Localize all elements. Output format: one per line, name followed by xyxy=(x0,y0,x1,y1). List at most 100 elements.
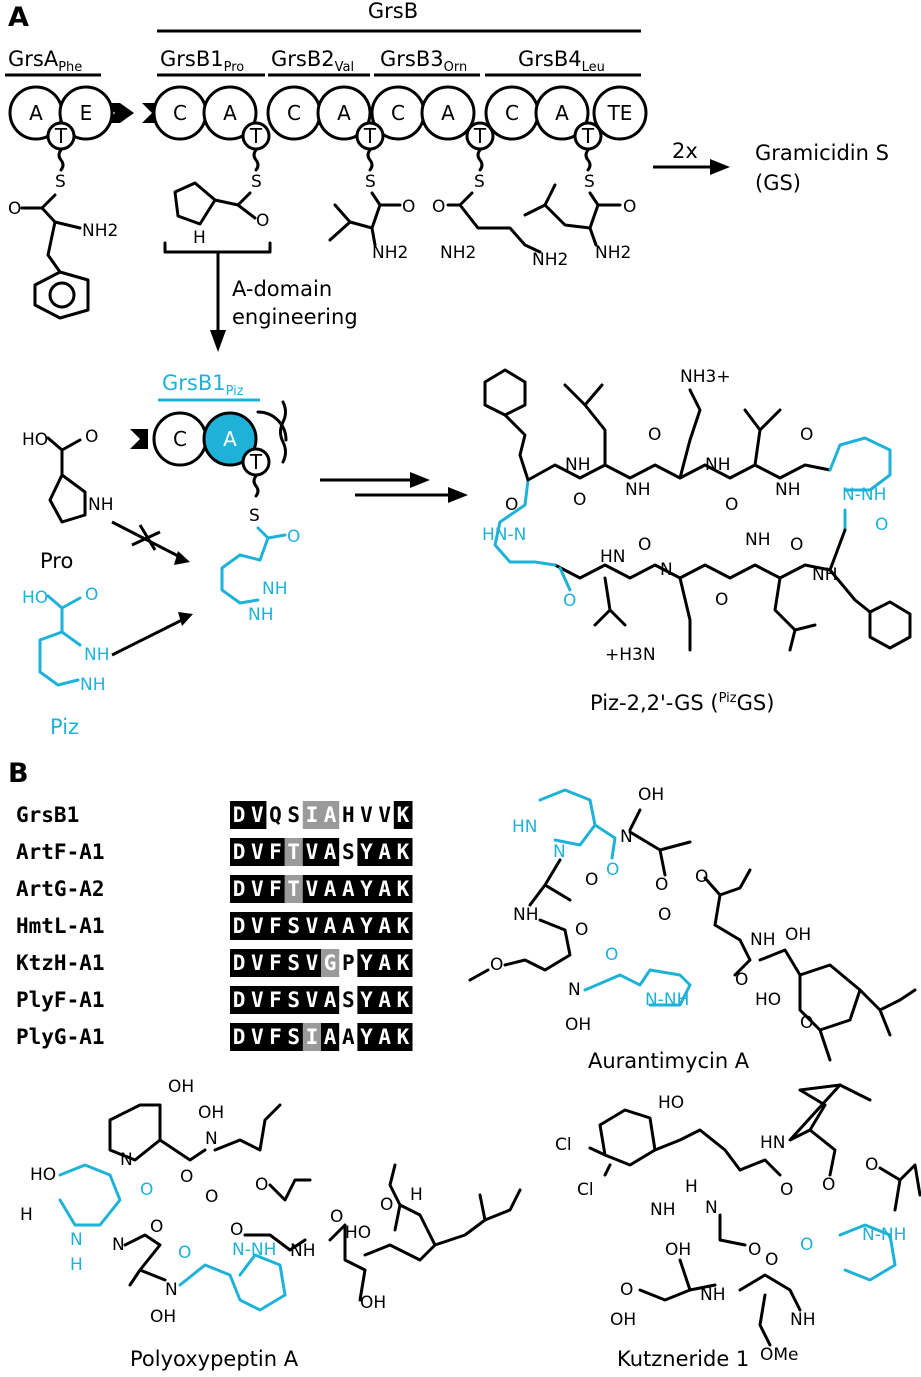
engineered-module: C A T S O NH NH xyxy=(130,400,300,625)
svg-text:OH: OH xyxy=(168,1077,194,1097)
alignment-cell xyxy=(266,838,286,866)
alignment-cell xyxy=(248,912,267,940)
alignment-cell xyxy=(375,801,395,829)
module-grsa-label: GrsAPhe xyxy=(5,47,101,77)
alignment-residue: V xyxy=(251,914,264,938)
svg-text:O: O xyxy=(490,955,503,975)
module-b2-label: GrsB2Val xyxy=(268,47,370,77)
svg-text:S: S xyxy=(474,172,485,192)
alignment-residue: A xyxy=(324,840,337,864)
phe-thioester: S O NH2 xyxy=(8,148,118,320)
alignment-residue: A xyxy=(342,1025,355,1049)
engineered-a-domain xyxy=(202,411,258,467)
alignment-residue: D xyxy=(233,803,246,827)
engineering-line2: engineering xyxy=(232,305,358,329)
svg-text:NH: NH xyxy=(700,1285,726,1305)
svg-text:O: O xyxy=(725,495,738,515)
alignment-cell xyxy=(357,875,377,903)
alignment-residue: T xyxy=(287,877,300,901)
alignment-cell xyxy=(321,875,340,903)
svg-text:N-NH: N-NH xyxy=(842,485,886,505)
alignment-cell xyxy=(302,912,322,940)
svg-text:NH: NH xyxy=(745,530,771,550)
svg-text:OH: OH xyxy=(665,1240,691,1260)
module-b3-label: GrsB3Orn xyxy=(374,47,480,77)
alignment-cell xyxy=(302,838,322,866)
alignment-residue: A xyxy=(378,1025,391,1049)
alignment-residue: I xyxy=(306,1025,319,1049)
svg-text:O: O xyxy=(573,490,586,510)
alignment-residue: V xyxy=(251,803,264,827)
module-b1piz-label: GrsB1Piz xyxy=(158,371,260,402)
alignment-residue: K xyxy=(397,951,410,975)
alignment-cell xyxy=(284,949,304,977)
svg-text:S: S xyxy=(249,506,260,526)
svg-text:A: A xyxy=(223,101,237,125)
aurantimycin-structure: HN N O N OH O O O NH O O N OH O N-NH O N… xyxy=(468,785,917,1062)
svg-text:A: A xyxy=(337,101,351,125)
svg-text:S: S xyxy=(251,172,262,192)
svg-text:NH: NH xyxy=(290,1241,316,1261)
alignment-cell xyxy=(321,801,340,829)
svg-text:HO: HO xyxy=(22,430,48,450)
alignment-residue: D xyxy=(233,1025,246,1049)
grsb-label: GrsB xyxy=(368,0,418,23)
alignment-residue: V xyxy=(251,1025,264,1049)
alignment-residue: Y xyxy=(360,988,373,1012)
alignment-residue: Y xyxy=(360,877,373,901)
alignment-residue: A xyxy=(378,840,391,864)
alignment-residue: S xyxy=(287,914,300,938)
svg-text:O: O xyxy=(620,1280,633,1300)
alignment-cell xyxy=(248,949,267,977)
alignment-cell xyxy=(375,986,395,1014)
alignment-cell xyxy=(230,801,249,829)
alignment-residue: F xyxy=(269,914,282,938)
alignment-residue: F xyxy=(269,951,282,975)
alignment-residue: G xyxy=(324,951,337,975)
alignment-residue: T xyxy=(287,840,300,864)
svg-text:OH: OH xyxy=(785,925,811,945)
alignment-cell xyxy=(393,949,413,977)
svg-text:O: O xyxy=(658,905,671,925)
svg-text:O: O xyxy=(800,425,813,445)
leu-thioester: S O NH2 xyxy=(523,148,636,263)
alignment-residue: S xyxy=(287,803,300,827)
svg-text:O: O xyxy=(180,1167,193,1187)
piz-gs-label: Piz-2,2'-GS (PizGS) xyxy=(590,691,774,715)
alignment-cell xyxy=(393,801,413,829)
svg-text:HN-N: HN-N xyxy=(482,525,526,545)
alignment-cell xyxy=(321,949,340,977)
alignment-cell xyxy=(339,875,358,903)
svg-text:N: N xyxy=(568,980,581,1000)
svg-text:H: H xyxy=(20,1205,33,1225)
alignment-cell xyxy=(357,838,377,866)
alignment-residue: D xyxy=(233,914,246,938)
alignment-cell xyxy=(230,838,249,866)
multiplier-label: 2x xyxy=(672,139,698,163)
svg-text:O: O xyxy=(287,527,300,547)
svg-text:+H3N: +H3N xyxy=(605,645,656,665)
svg-text:O: O xyxy=(605,945,618,965)
alignment-residue: F xyxy=(269,1025,282,1049)
svg-text:NH: NH xyxy=(248,605,274,625)
svg-text:O: O xyxy=(505,495,518,515)
svg-text:NH2: NH2 xyxy=(595,243,631,263)
alignment-residue: A xyxy=(324,1025,337,1049)
svg-text:O: O xyxy=(865,1155,878,1175)
alignment-cell xyxy=(284,838,304,866)
alignment-residue: Y xyxy=(360,840,373,864)
svg-text:Cl: Cl xyxy=(577,1180,594,1200)
svg-text:C: C xyxy=(287,101,301,125)
svg-text:NH: NH xyxy=(812,565,838,585)
alignment-cell xyxy=(284,986,304,1014)
alignment-cell xyxy=(357,912,377,940)
svg-text:NH3+: NH3+ xyxy=(680,367,731,387)
svg-text:O: O xyxy=(875,515,888,535)
svg-text:O: O xyxy=(140,1180,153,1200)
alignment-cell xyxy=(230,912,249,940)
svg-text:C: C xyxy=(505,101,519,125)
svg-text:HO: HO xyxy=(755,990,781,1010)
alignment-residue: V xyxy=(251,877,264,901)
svg-text:O: O xyxy=(822,1175,835,1195)
